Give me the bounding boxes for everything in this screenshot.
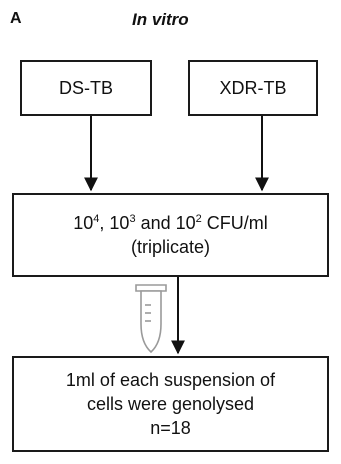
ds-tb-label: DS-TB: [59, 77, 113, 98]
genolysed-line-3: n=18: [150, 418, 191, 439]
xdr-tb-box: XDR-TB: [188, 60, 318, 116]
cfu-dilution-box: 104, 103 and 102 CFU/ml (triplicate): [12, 193, 329, 277]
diagram-title: In vitro: [132, 10, 189, 29]
cfu-line-2: (triplicate): [130, 237, 210, 257]
genolysed-line-1: 1ml of each suspension of: [65, 369, 276, 390]
xdr-tb-label: XDR-TB: [219, 77, 287, 98]
genolysed-box: 1ml of each suspension of cells were gen…: [12, 356, 329, 452]
microcentrifuge-tube-icon: [135, 284, 167, 354]
panel-letter: A: [10, 10, 22, 27]
genolysed-line-2: cells were genolysed: [86, 393, 255, 414]
ds-tb-box: DS-TB: [20, 60, 152, 116]
cfu-line-1: 104, 103 and 102 CFU/ml: [73, 212, 268, 233]
